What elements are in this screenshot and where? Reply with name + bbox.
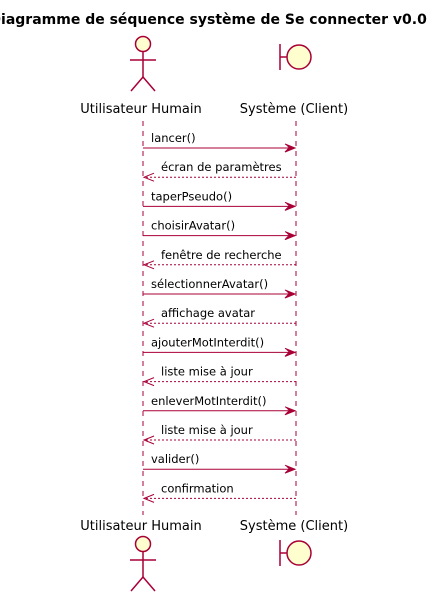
message-arrowhead [142,377,155,387]
message-arrowhead [284,231,297,241]
participant-system-label-bottom: Système (Client) [240,519,348,534]
message-arrowhead [284,406,297,416]
message-label: écran de paramètres [161,160,282,174]
message-label: liste mise à jour [161,423,253,437]
boundary-system-top [279,44,312,70]
message-arrowhead [142,493,155,503]
boundary-system-bottom [279,540,312,566]
message-arrowhead [142,260,155,270]
message-label: liste mise à jour [161,365,253,379]
participant-user-label-bottom: Utilisateur Humain [80,519,202,534]
boundary-icon [286,44,312,70]
message-label: affichage avatar [161,306,255,320]
actor-user-bottom [130,535,156,592]
actor-user-top [130,35,156,92]
message-arrowhead [284,289,297,299]
participant-system-label-top: Système (Client) [240,102,348,117]
message-label: valider() [151,452,199,466]
message-arrowhead [142,172,155,182]
message-label: enleverMotInterdit() [151,394,266,408]
message-label: ajouterMotInterdit() [151,335,264,349]
message-label: lancer() [151,131,196,145]
actor-head-icon [134,535,152,553]
boundary-icon [286,540,312,566]
message-arrowhead [142,318,155,328]
message-arrowhead [142,435,155,445]
message-label: choisirAvatar() [151,219,235,233]
message-arrowhead [284,464,297,474]
message-label: confirmation [161,481,234,495]
message-label: sélectionnerAvatar() [151,277,268,291]
message-label: fenêtre de recherche [161,248,282,262]
participant-user-label-top: Utilisateur Humain [80,102,202,117]
message-arrowhead [284,143,297,153]
message-label: taperPseudo() [151,189,232,203]
message-arrowhead [284,201,297,211]
message-arrowhead [284,347,297,357]
actor-head-icon [134,35,152,53]
diagram-title: Diagramme de séquence système de Se conn… [0,12,427,28]
messages: lancer() écran de paramètres taperPseudo()… [142,131,297,503]
